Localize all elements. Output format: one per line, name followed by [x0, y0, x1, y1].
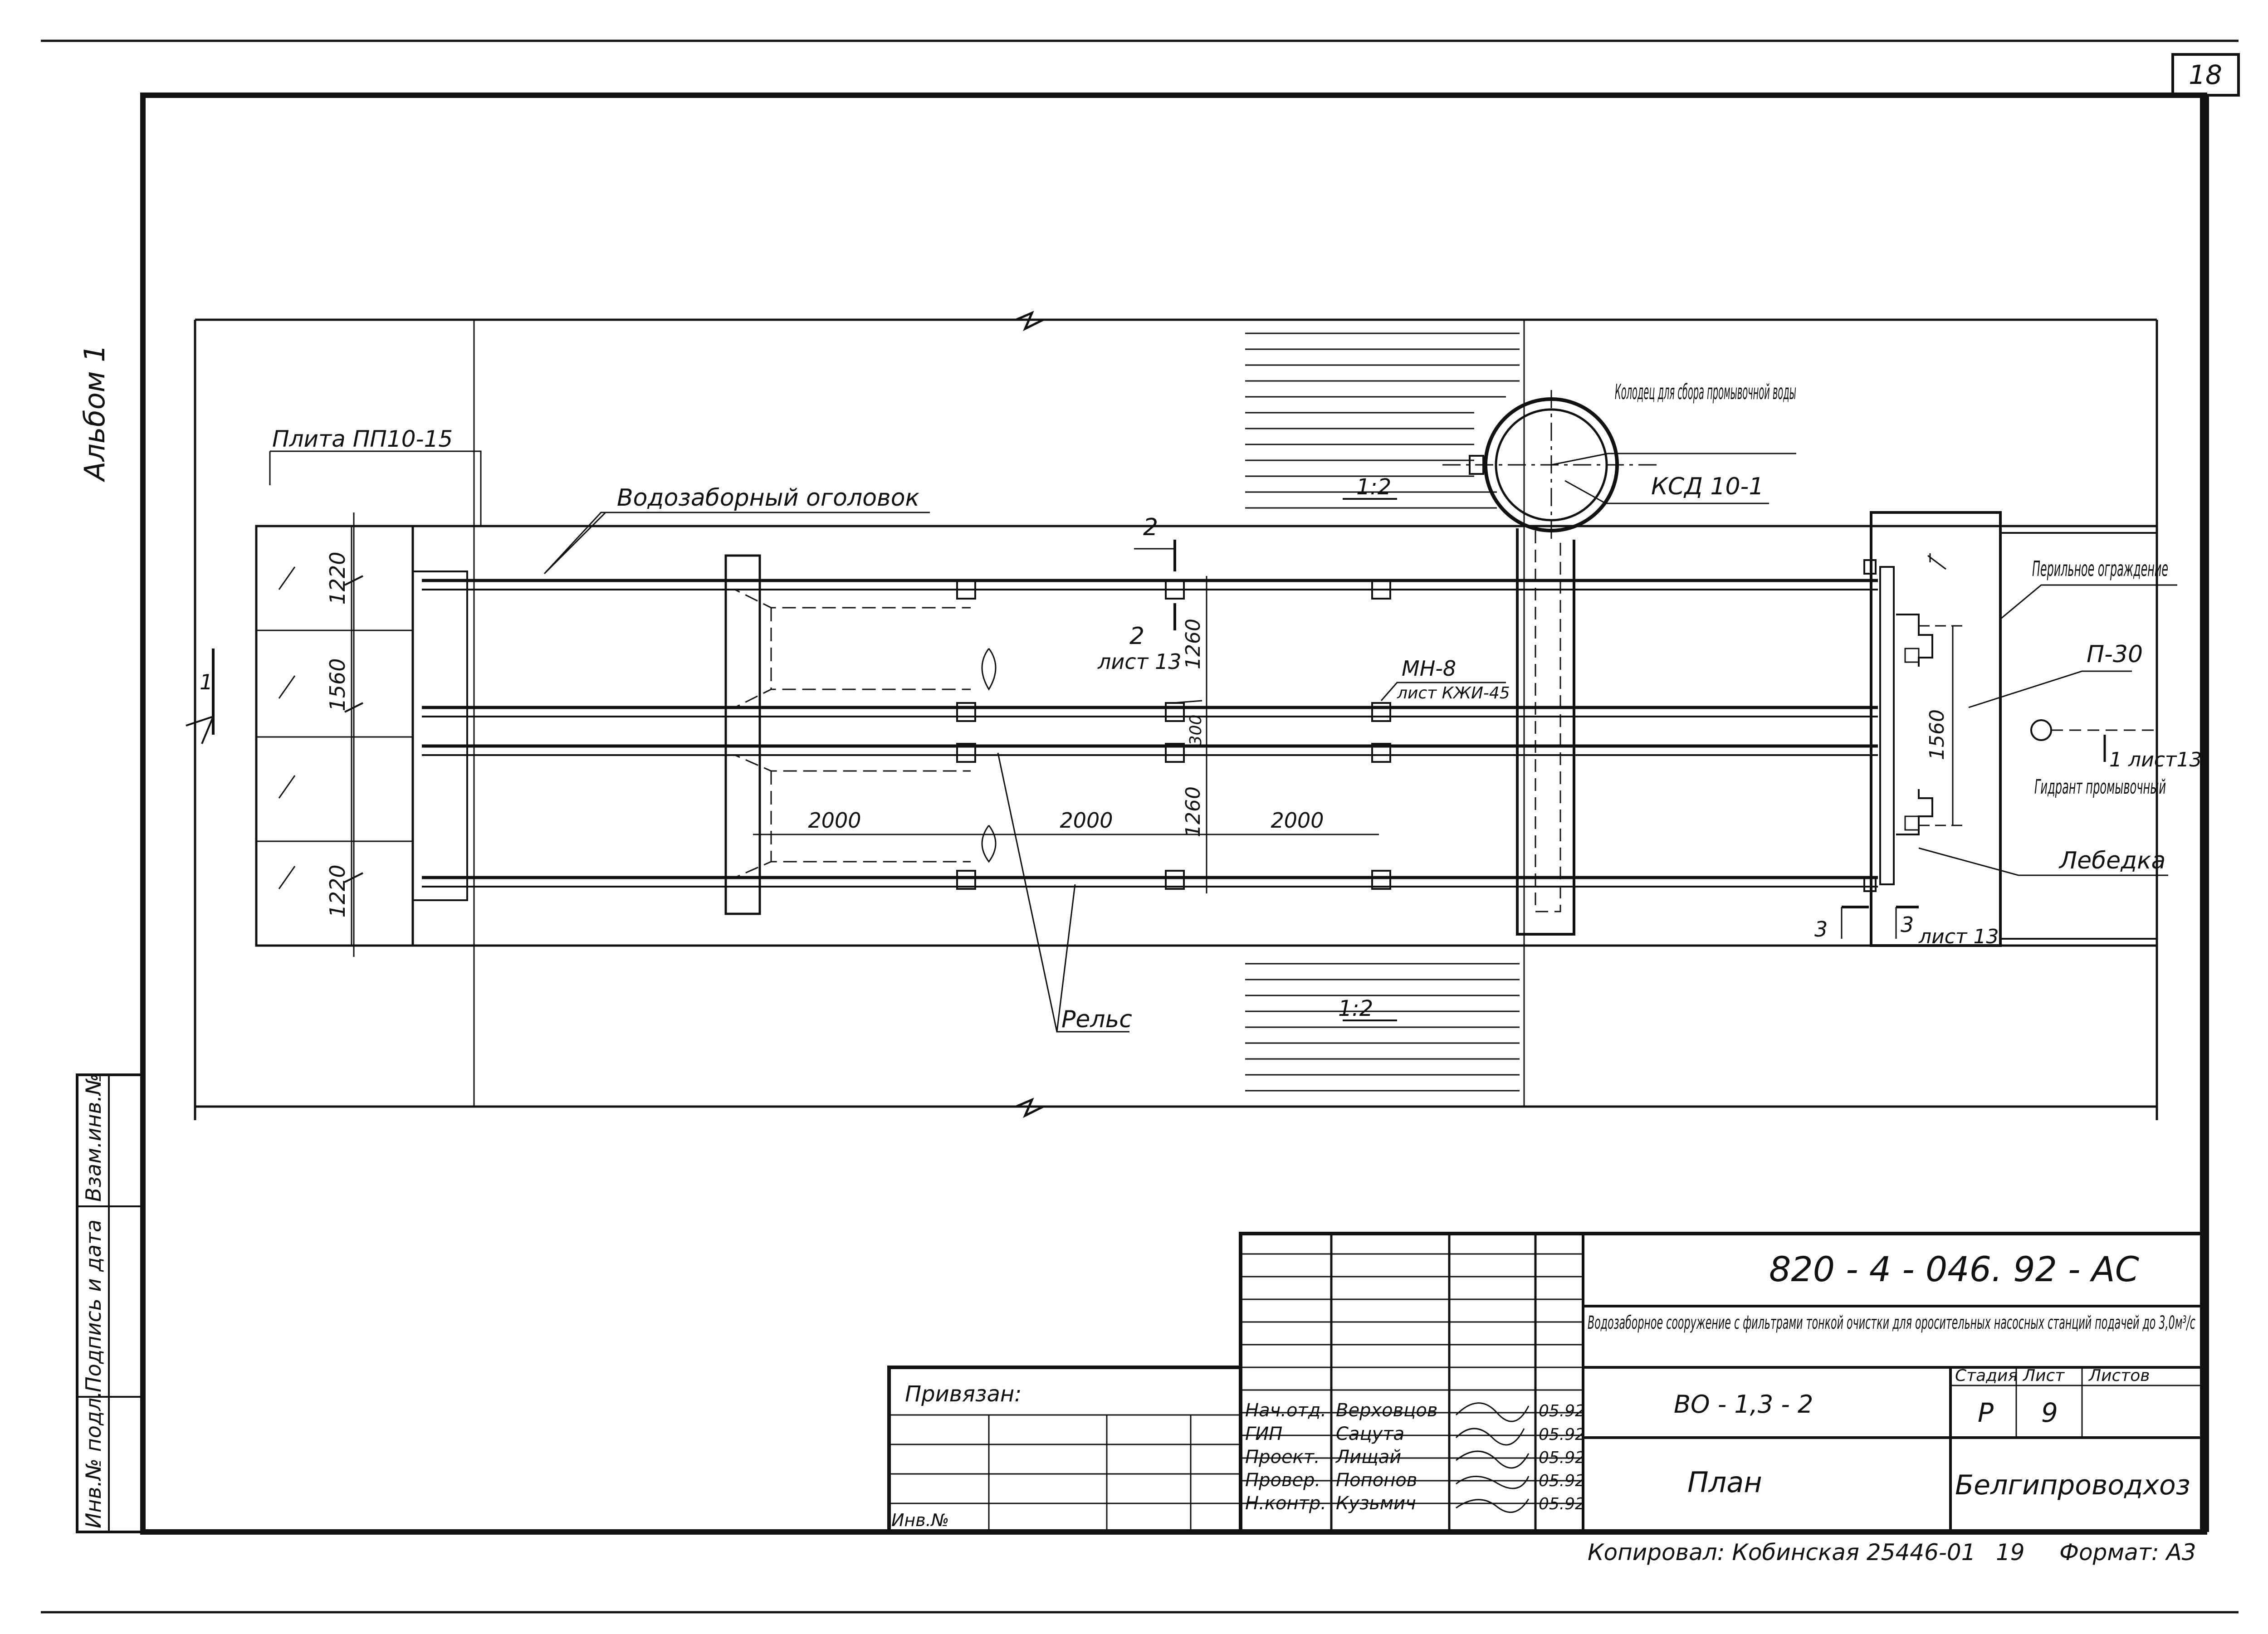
name-head-dept: Верховцов: [1336, 1400, 1437, 1421]
label-plate: Плита ПП10-15: [272, 426, 453, 452]
label-slope-bottom: 1:2: [1338, 996, 1373, 1021]
bound-label: Привязан:: [905, 1381, 1022, 1407]
section-2-number-bottom: 2: [1129, 623, 1144, 650]
label-rail: Рельс: [1061, 1006, 1132, 1033]
label-intake-head: Водозаборный оголовок: [617, 484, 920, 512]
collection-well: [1442, 390, 1660, 936]
name-design: Лищай: [1335, 1447, 1401, 1468]
sheet-number: 18: [2189, 59, 2222, 90]
date-gip: 05.92: [1539, 1425, 1585, 1444]
dim-300: 300: [1187, 715, 1205, 746]
section-3-number-right: 3: [1901, 912, 1914, 937]
title-org: Белгипроводхоз: [1955, 1469, 2190, 1501]
label-slope-top: 1:2: [1356, 474, 1391, 500]
section-3-number-left: 3: [1814, 917, 1828, 941]
dim-2000-c: 2000: [1271, 808, 1324, 833]
label-railing: Перильное ограждение: [2032, 556, 2168, 581]
name-gip: Сацута: [1336, 1424, 1404, 1444]
sheet-header: Лист: [2022, 1366, 2065, 1385]
channels: [422, 554, 1878, 915]
stamp-replace-inv: Взам.инв.№: [81, 1073, 106, 1202]
role-check: Провер.: [1245, 1470, 1320, 1491]
title-description-text: Водозаборное сооружение с фильтрами тонк…: [1588, 1312, 2195, 1333]
role-norm-control: Н.контр.: [1245, 1493, 1326, 1514]
footer-page: 19: [1996, 1539, 2025, 1566]
stage-value: Р: [1978, 1397, 1994, 1428]
role-design: Проект.: [1245, 1447, 1320, 1468]
section-2-number-top: 2: [1143, 514, 1158, 541]
label-winch: Лебедка: [2058, 847, 2165, 874]
section-1-number: 1: [200, 670, 213, 694]
title-description: Водозаборное сооружение с фильтрами тонк…: [1588, 1312, 2195, 1333]
name-check: Попонов: [1336, 1470, 1417, 1491]
sheets-header: Листов: [2088, 1366, 2150, 1385]
leader-lines: [269, 450, 2177, 1033]
sheet-frame: [41, 39, 2240, 1614]
role-gip: ГИП: [1245, 1424, 1282, 1444]
signatures: [1455, 1402, 1530, 1513]
rail-anchors: [956, 580, 1391, 890]
slope-hatch-top: [1245, 332, 1520, 509]
stamp-sign-date: Подпись и дата: [81, 1219, 106, 1392]
label-hydrant: Гидрант промывочный: [2034, 776, 2166, 799]
label-p30: П-30: [2087, 641, 2143, 668]
dim-1220-bottom: 1220: [325, 864, 350, 917]
title-code: 820 - 4 - 046. 92 - АС: [1769, 1249, 2139, 1289]
dim-1220-top: 1220: [325, 551, 350, 605]
dim-2000-b: 2000: [1060, 808, 1113, 833]
intake-head: [255, 525, 468, 947]
dim-1260-top: 1260: [1182, 619, 1205, 669]
date-design: 05.92: [1539, 1449, 1585, 1467]
stamp-inv-no: Инв.№ подл.: [81, 1391, 106, 1528]
dimension-lines: [344, 512, 1954, 957]
inv-field-label: Инв.№: [891, 1510, 949, 1530]
left-stamp: [76, 1073, 144, 1533]
album-label: Альбом 1: [78, 344, 111, 483]
label-well-type: КСД 10-1: [1651, 473, 1764, 500]
name-norm-control: Кузьмич: [1336, 1493, 1416, 1514]
footer-copied: Копировал: Кобинская 25446-01: [1588, 1539, 1976, 1566]
label-mn8: МН-8: [1402, 656, 1456, 681]
slope-hatch-bottom: [1245, 963, 1520, 1092]
role-head-dept: Нач.отд.: [1245, 1400, 1326, 1421]
title-sheet-name: ВО - 1,3 - 2: [1674, 1390, 1813, 1419]
dim-1260-bottom: 1260: [1182, 786, 1205, 837]
section-3-ref: лист 13: [1918, 925, 1999, 948]
right-structure: [1863, 511, 2157, 947]
section-markers: [186, 498, 2106, 1021]
plan-outline: [194, 311, 2158, 1120]
label-well: Колодец для сбора промывочной воды: [1615, 380, 1796, 404]
dim-1560-right: 1560: [1926, 709, 1949, 760]
title-block-grid: [887, 1232, 2206, 1534]
date-check: 05.92: [1539, 1472, 1585, 1490]
section-1-ref: 1 лист13: [2109, 748, 2202, 771]
dim-1560-left: 1560: [325, 658, 350, 711]
title-drawing: План: [1687, 1466, 1762, 1499]
date-norm-control: 05.92: [1539, 1495, 1585, 1513]
stage-header: Стадия: [1955, 1366, 2018, 1385]
sheet-value: 9: [2041, 1397, 2058, 1428]
section-2-ref: лист 13: [1097, 649, 1182, 674]
footer-format: Формат: А3: [2059, 1539, 2196, 1566]
date-head-dept: 05.92: [1539, 1402, 1585, 1420]
dim-2000-a: 2000: [808, 808, 861, 833]
label-mn8-ref: лист КЖИ-45: [1397, 684, 1510, 702]
